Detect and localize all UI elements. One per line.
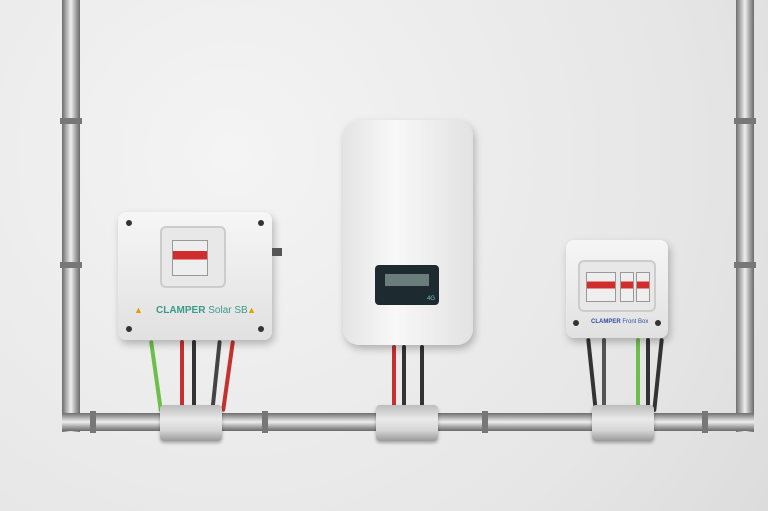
lcd-display: 4G	[375, 265, 439, 305]
left-conduit-pipe	[60, 0, 82, 432]
conduit-coupling	[592, 405, 654, 441]
solar-string-box: ▲ ▲ CLAMPER Solar SB	[118, 212, 272, 340]
badge-4g: 4G	[426, 296, 435, 302]
breaker-window	[578, 260, 656, 312]
product-label: CLAMPER Front Box	[591, 319, 649, 325]
breaker-window	[160, 226, 226, 288]
conduit-coupling	[376, 405, 438, 441]
front-box: CLAMPER Front Box	[566, 240, 668, 338]
warning-icon: ▲	[247, 305, 256, 315]
side-valve	[272, 248, 282, 256]
right-conduit-pipe	[734, 0, 756, 432]
product-label: CLAMPER Solar SB	[156, 305, 248, 316]
conduit-coupling	[160, 405, 222, 441]
solar-inverter: 4G	[343, 120, 473, 345]
warning-icon: ▲	[134, 305, 143, 315]
